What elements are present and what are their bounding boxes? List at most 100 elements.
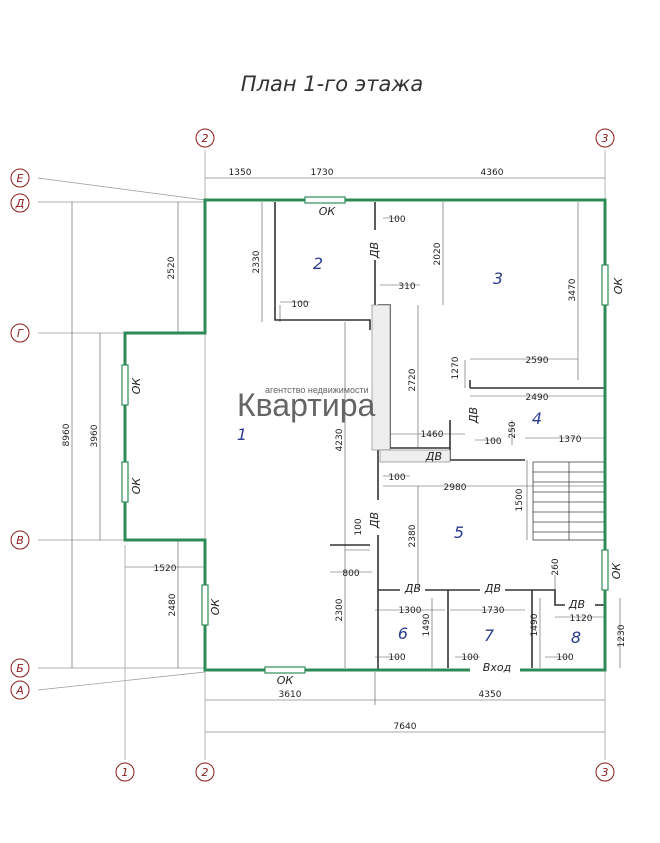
axis-bubble-2-bottom: 2 <box>195 762 215 782</box>
dimension-text: 2380 <box>408 524 418 547</box>
dimension-text: 2300 <box>335 598 345 621</box>
axis-bubble-G: Г <box>10 323 30 343</box>
dimension-text: 1490 <box>422 613 432 636</box>
window-label: ОК <box>277 674 295 687</box>
dimension-text: 100 <box>291 300 308 310</box>
plan-title: План 1-го этажа <box>241 72 423 96</box>
room-number: 7 <box>484 626 495 645</box>
dimension-text: 1730 <box>482 606 505 616</box>
window-label: ОК <box>319 205 337 218</box>
dimension-text: 1120 <box>570 614 593 624</box>
room-number: 4 <box>532 409 542 428</box>
axis-bubble-B: Б <box>10 658 30 678</box>
svg-text:Г: Г <box>17 327 24 340</box>
dimension-text: 1460 <box>421 430 444 440</box>
dimension-text: 1370 <box>559 435 582 445</box>
staircase <box>532 461 606 541</box>
window-label: ОК <box>130 477 143 495</box>
axis-bubble-3-top: 3 <box>595 128 615 148</box>
axis-bubble-D: Д <box>10 193 30 213</box>
window-label: ОК <box>130 377 143 395</box>
dimension-texts: 1350 1730 4360 100 2330 2520 100 2020 31… <box>62 168 627 732</box>
dimension-text: 100 <box>556 653 573 663</box>
entrance-label: Вход <box>483 661 511 674</box>
svg-text:агентство недвижимости: агентство недвижимости <box>265 385 369 395</box>
dimension-text: 2520 <box>167 256 177 279</box>
dimension-text: 1490 <box>530 613 540 636</box>
svg-text:2: 2 <box>202 132 209 145</box>
dimension-text: 4360 <box>481 168 504 178</box>
window-label: ОК <box>209 598 222 616</box>
dimension-text: 100 <box>388 215 405 225</box>
dimension-text: 800 <box>342 569 359 579</box>
dimension-text: 1350 <box>229 168 252 178</box>
room-number: 6 <box>398 624 408 643</box>
door-label: ДВ <box>467 407 480 424</box>
room-number: 1 <box>237 425 247 444</box>
watermark-logo: агентство недвижимости Квартира <box>237 385 376 423</box>
svg-text:А: А <box>15 684 24 697</box>
door-label: ДВ <box>568 598 585 611</box>
svg-text:Е: Е <box>17 172 24 185</box>
svg-text:Квартира: Квартира <box>237 387 376 423</box>
hatched-wall <box>371 304 451 463</box>
svg-text:Б: Б <box>16 662 24 675</box>
dimension-text: 310 <box>398 282 415 292</box>
dimension-text: 100 <box>388 473 405 483</box>
dimension-text: 3960 <box>90 424 100 447</box>
room-number: 5 <box>454 523 464 542</box>
room-number: 3 <box>493 269 503 288</box>
door-label: ДВ <box>368 242 381 259</box>
svg-text:3: 3 <box>602 766 609 779</box>
dimension-text: 1270 <box>451 356 461 379</box>
dimension-text: 1730 <box>311 168 334 178</box>
room-number: 8 <box>571 628 581 647</box>
door-label: ДВ <box>368 512 381 529</box>
outer-wall <box>123 198 607 672</box>
dimension-text: 3610 <box>279 690 302 700</box>
dimension-text: 100 <box>388 653 405 663</box>
axis-bubble-V: В <box>10 530 30 550</box>
dimension-text: 1500 <box>515 488 525 511</box>
window-label: ОК <box>610 562 623 580</box>
door-label: ДВ <box>425 450 442 463</box>
interior-walls <box>274 202 605 670</box>
svg-text:Д: Д <box>15 197 25 210</box>
dimension-text: 2490 <box>526 393 549 403</box>
dimension-text: 8960 <box>62 423 72 446</box>
dimension-text: 4230 <box>335 428 345 451</box>
room-number: 2 <box>313 254 323 273</box>
dimension-text: 100 <box>354 518 364 535</box>
window-label: ОК <box>612 277 625 295</box>
dimension-text: 1300 <box>399 606 422 616</box>
dimension-text: 7640 <box>394 722 417 732</box>
axis-bubble-1-bottom: 1 <box>115 762 135 782</box>
dimension-lines <box>71 177 621 733</box>
axis-bubble-E: Е <box>10 168 30 188</box>
axis-bubble-2-top: 2 <box>195 128 215 148</box>
svg-text:1: 1 <box>122 766 129 779</box>
axis-bubble-3-bottom: 3 <box>595 762 615 782</box>
dimension-text: 2590 <box>526 356 549 366</box>
dimension-text: 2020 <box>433 242 443 265</box>
dimension-text: 4350 <box>479 690 502 700</box>
dimension-text: 1230 <box>617 624 627 647</box>
svg-text:2: 2 <box>202 766 209 779</box>
door-label: ДВ <box>404 582 421 595</box>
dimension-text: 3470 <box>568 278 578 301</box>
dimension-text: 2330 <box>252 250 262 273</box>
svg-text:В: В <box>16 534 24 547</box>
dimension-text: 2720 <box>408 368 418 391</box>
door-label: ДВ <box>484 582 501 595</box>
windows <box>121 196 609 674</box>
dimension-text: 1520 <box>154 564 177 574</box>
axis-bubble-A: А <box>10 680 30 700</box>
dimension-text: 2480 <box>168 593 178 616</box>
dimension-text: 2980 <box>444 483 467 493</box>
dimension-text: 250 <box>508 421 518 438</box>
dimension-text: 260 <box>551 558 561 575</box>
dimension-text: 100 <box>484 437 501 447</box>
svg-text:3: 3 <box>602 132 609 145</box>
dimension-text: 100 <box>461 653 478 663</box>
